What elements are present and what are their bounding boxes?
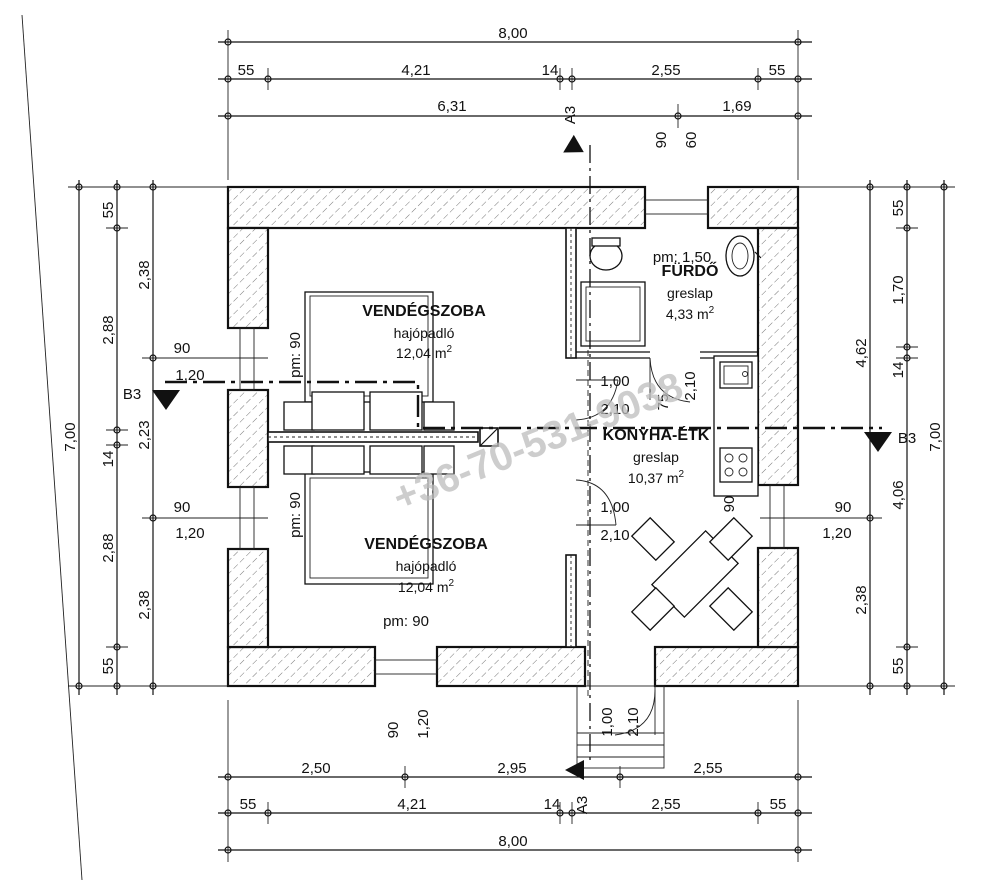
dim-top-f: 6,31	[437, 98, 466, 115]
opening-labels: 90 60 90 1,20 90 1,20 90 1,20 90 1,20 1,…	[174, 132, 852, 739]
room-name: FÜRDŐ	[662, 261, 719, 280]
dim-left-e: 14	[100, 451, 117, 468]
opening-top-width: 90	[653, 132, 670, 149]
door-swings	[575, 357, 691, 736]
dim-right-g: 55	[890, 658, 907, 675]
dim-right-e: 4,06	[890, 480, 907, 509]
opening-top-height: 60	[683, 132, 700, 149]
dim-top-g: 1,69	[722, 98, 751, 115]
opening-left2-height: 1,20	[175, 525, 204, 542]
right-dimension-chain: 7,00 55 1,70 4,62 14 4,06 2,38 55	[760, 180, 955, 695]
door3-height: 2,10	[625, 707, 642, 736]
door2-width: 1,00	[600, 499, 629, 516]
room-label-guest-lower: VENDÉGSZOBA hajópadló 12,04 m2	[364, 534, 488, 595]
room-floor: hajópadló	[394, 325, 455, 341]
dim-left-d: 2,23	[136, 420, 153, 449]
opening-left1-width: 90	[174, 340, 191, 357]
sill-label-bottom: pm: 90	[383, 613, 429, 630]
dim-bottom-overall: 8,00	[498, 833, 527, 850]
opening-left1-height: 1,20	[175, 367, 204, 384]
opening-right-height: 1,20	[822, 525, 851, 542]
room-name: VENDÉGSZOBA	[362, 301, 486, 320]
dim-top-overall: 8,00	[498, 25, 527, 42]
section-label-b-right: B3	[898, 430, 916, 447]
dim-bottom-g: 2,55	[651, 796, 680, 813]
dim-bottom-c: 2,55	[693, 760, 722, 777]
opening-right-width: 90	[835, 499, 852, 516]
room-label-bath: FÜRDŐ greslap 4,33 m2	[662, 261, 719, 322]
bed-lower	[283, 445, 455, 585]
section-label-b-left: B3	[123, 386, 141, 403]
left-dimension-chain: 7,00 55 2,38 2,88 2,23 14 2,88 2,38 55	[62, 180, 268, 695]
dim-left-overall: 7,00	[62, 422, 79, 451]
dim-right-overall: 7,00	[927, 422, 944, 451]
dim-top-a: 55	[238, 62, 255, 79]
dim-bottom-e: 4,21	[397, 796, 426, 813]
opening-bottom-width: 90	[385, 722, 402, 739]
room-area: 12,04 m2	[398, 578, 455, 595]
dim-top-d: 2,55	[651, 62, 680, 79]
room-floor: greslap	[633, 449, 679, 465]
sill-label-lower: pm: 90	[287, 492, 304, 538]
bath-door-height: 2,10	[682, 371, 699, 400]
dim-right-a: 55	[890, 200, 907, 217]
room-floor: greslap	[667, 285, 713, 301]
dim-left-b: 2,38	[136, 260, 153, 289]
room-label-guest-upper: VENDÉGSZOBA hajópadló 12,04 m2	[362, 301, 486, 361]
dim-right-c: 4,62	[853, 338, 870, 367]
door3-width: 1,00	[599, 707, 616, 736]
dim-left-g: 2,38	[136, 590, 153, 619]
sill-label-bath: pm: 1,50	[653, 249, 711, 266]
windows	[239, 199, 785, 675]
dim-left-h: 55	[100, 658, 117, 675]
door2-height: 2,10	[600, 527, 629, 544]
kitchen-fixtures	[713, 355, 759, 497]
dim-bottom-d: 55	[240, 796, 257, 813]
sill-label-kitchen: 90	[721, 496, 738, 513]
dining-table-set	[630, 516, 754, 632]
dim-left-f: 2,88	[100, 533, 117, 562]
section-label-a-bottom: A3	[574, 796, 591, 814]
section-label-a-top: A3	[562, 106, 579, 124]
top-dimension-chain: 8,00 55 4,21 14 2,55 55 6,31 1,69	[218, 25, 812, 180]
page-margin-line	[21, 14, 83, 881]
dim-bottom-b: 2,95	[497, 760, 526, 777]
sill-label-upper: pm: 90	[287, 332, 304, 378]
dim-top-b: 4,21	[401, 62, 430, 79]
dim-right-b: 1,70	[890, 275, 907, 304]
room-label-kitchen: KONYHA-ÉTK greslap 10,37 m2	[603, 425, 710, 486]
bath-door-width: 75	[655, 394, 672, 411]
opening-left2-width: 90	[174, 499, 191, 516]
room-area: 4,33 m2	[666, 305, 715, 322]
door1-height: 2,10	[600, 401, 629, 418]
dim-bottom-a: 2,50	[301, 760, 330, 777]
room-name: KONYHA-ÉTK	[603, 425, 710, 444]
room-area: 10,37 m2	[628, 469, 685, 486]
room-area: 12,04 m2	[396, 344, 453, 361]
entrance-steps	[576, 685, 665, 769]
dim-bottom-f: 14	[544, 796, 561, 813]
interior-walls	[267, 227, 758, 648]
dim-right-d: 14	[890, 362, 907, 379]
dim-right-f: 2,38	[853, 585, 870, 614]
bottom-dimension-chain: 2,50 2,95 2,55 55 4,21 14 2,55 55 8,00	[218, 700, 812, 862]
opening-bottom-height: 1,20	[415, 709, 432, 738]
dim-left-a: 55	[100, 202, 117, 219]
dim-top-e: 55	[769, 62, 786, 79]
door1-width: 1,00	[600, 373, 629, 390]
room-name: VENDÉGSZOBA	[364, 534, 488, 553]
exterior-walls	[226, 185, 800, 688]
bed-upper	[283, 291, 455, 431]
dim-left-c: 2,88	[100, 315, 117, 344]
dim-top-c: 14	[542, 62, 559, 79]
room-floor: hajópadló	[396, 558, 457, 574]
section-lines	[152, 134, 892, 780]
dim-bottom-h: 55	[770, 796, 787, 813]
bathroom-fixtures	[580, 235, 762, 347]
